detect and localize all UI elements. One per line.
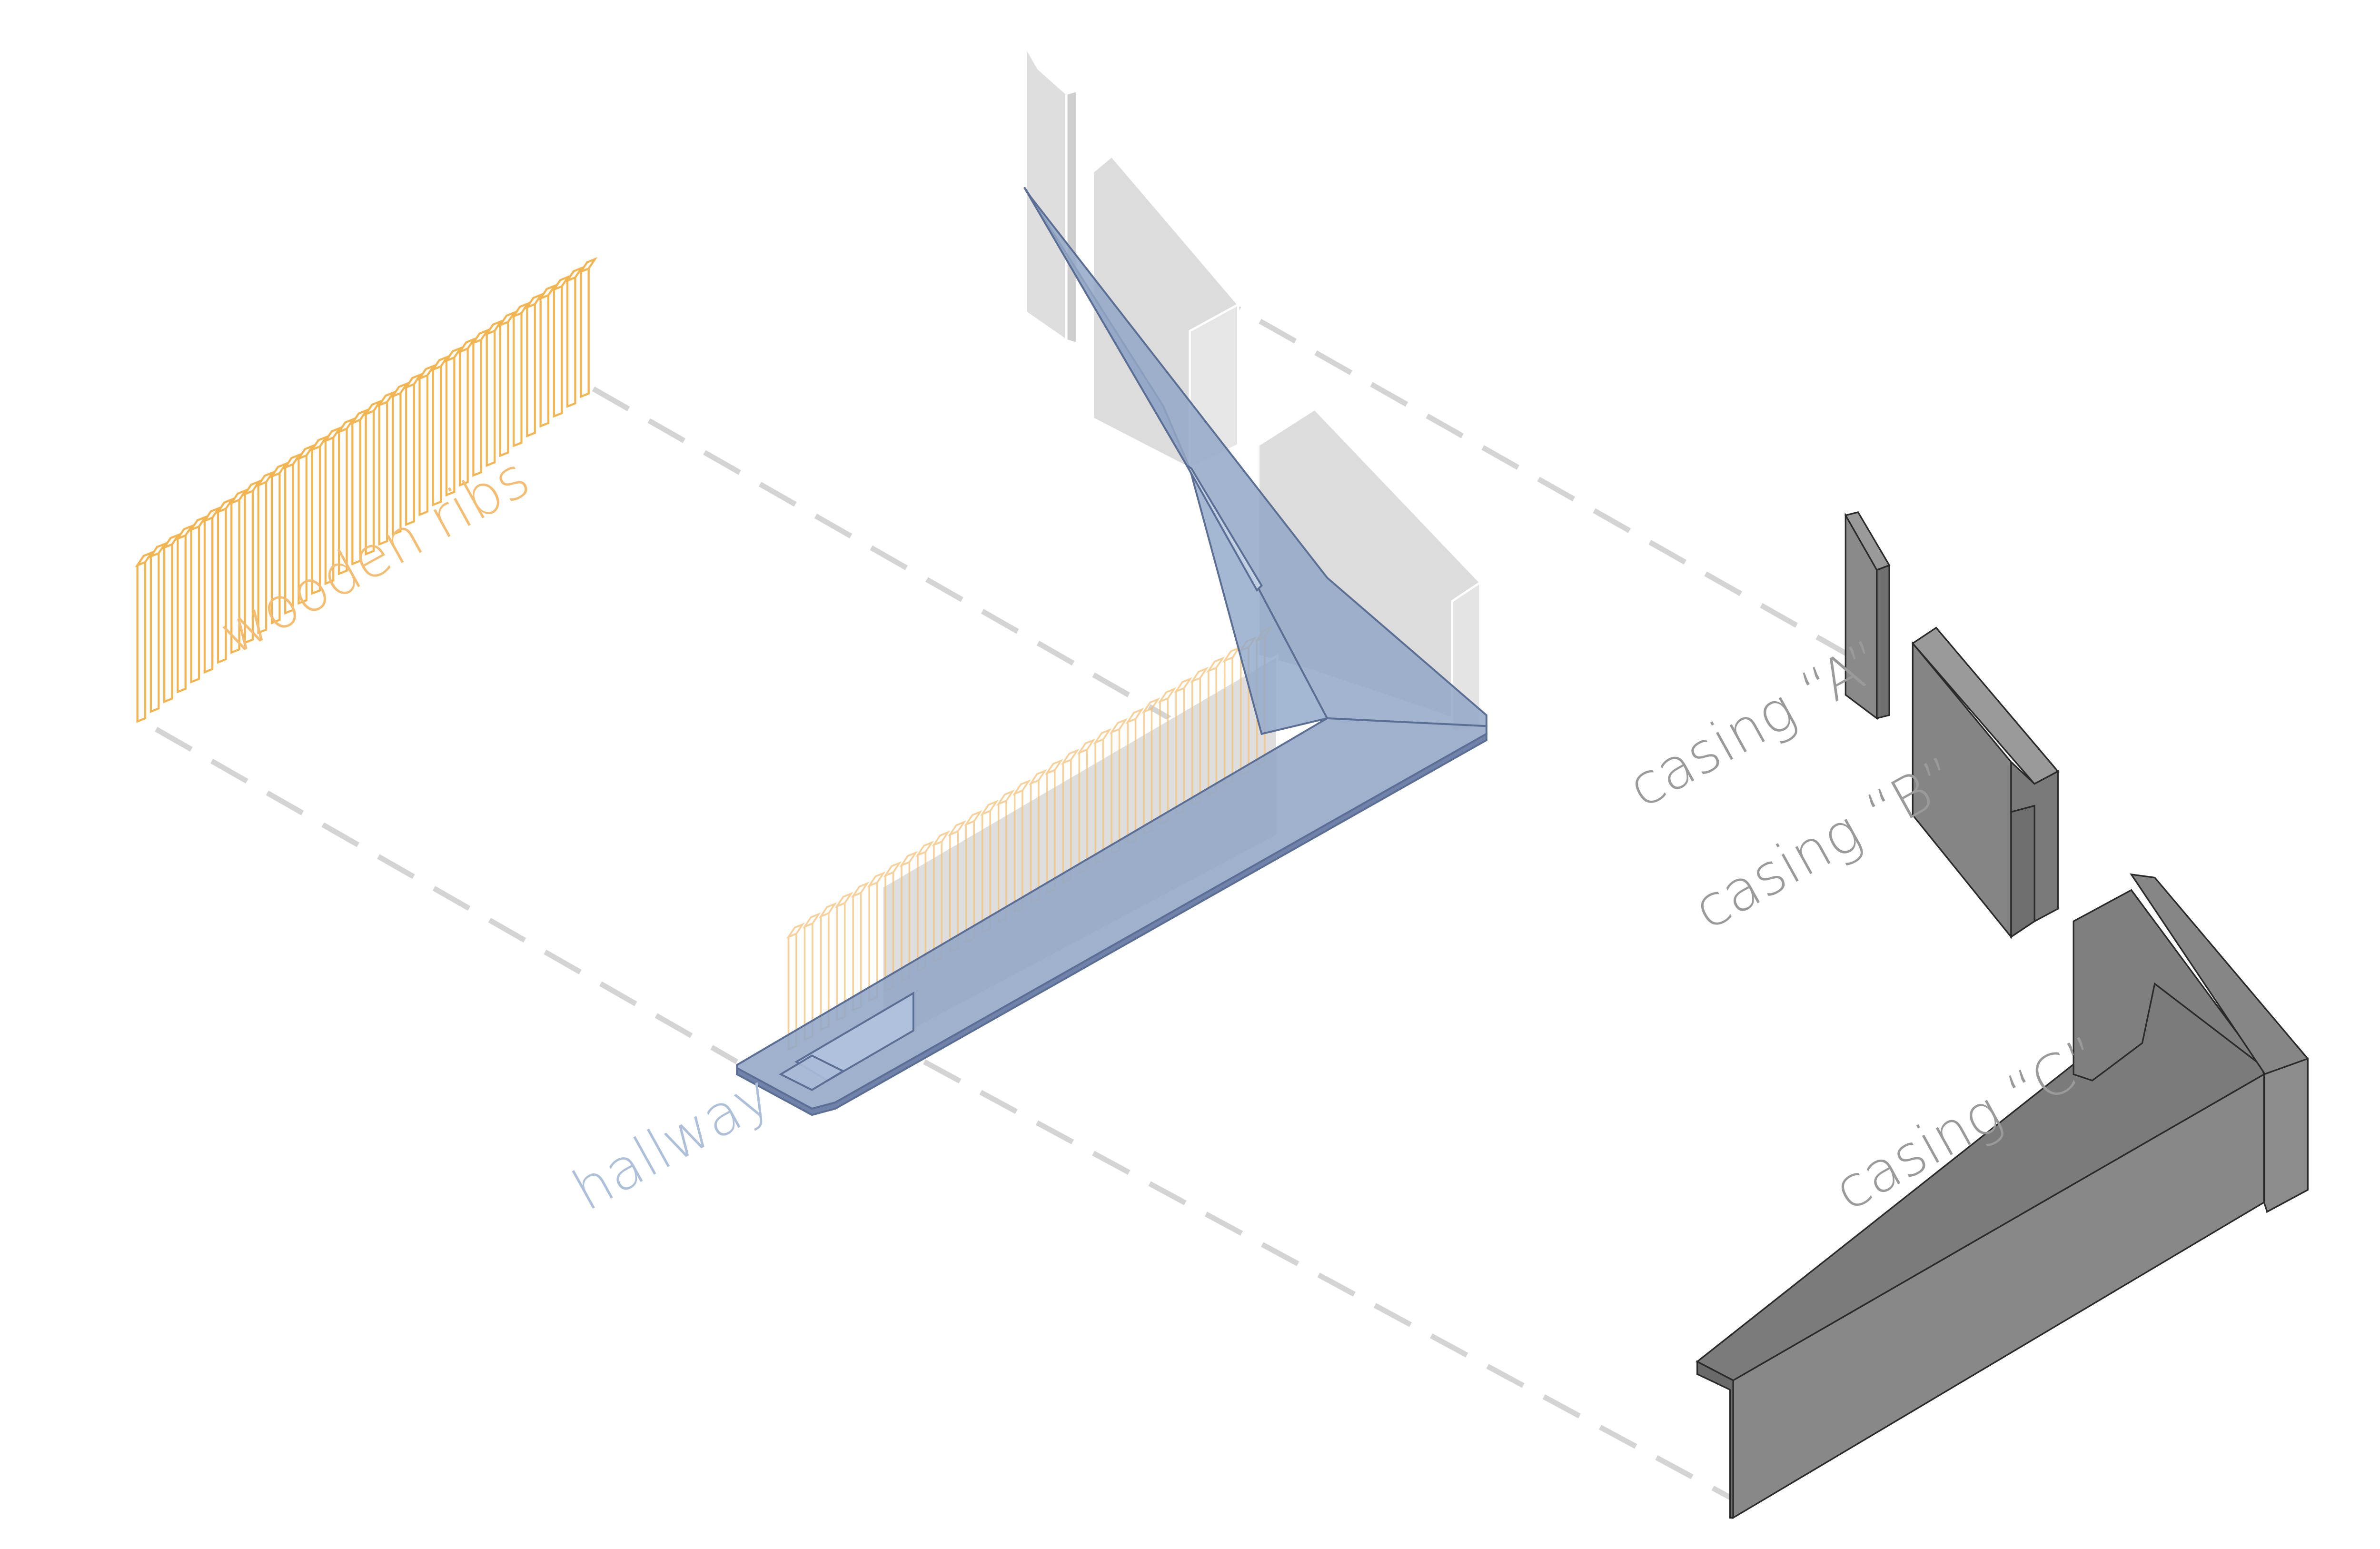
wooden-rib-top bbox=[802, 912, 821, 929]
wooden-rib-top bbox=[1093, 728, 1112, 745]
wooden-rib-top bbox=[551, 275, 571, 292]
wooden-rib-top bbox=[980, 800, 999, 816]
casing-b bbox=[1911, 626, 2059, 939]
wooden-rib-top bbox=[228, 488, 248, 506]
wooden-rib-top bbox=[818, 902, 837, 918]
wooden-rib-top bbox=[565, 266, 585, 283]
wooden-rib-top bbox=[430, 355, 450, 372]
wooden-rib-top bbox=[948, 820, 967, 837]
wooden-rib-top bbox=[1044, 759, 1063, 775]
wooden-rib bbox=[459, 347, 469, 487]
casing-a-top bbox=[1844, 511, 1891, 571]
wooden-rib-top bbox=[390, 381, 410, 398]
wooden-rib-top bbox=[497, 310, 517, 328]
wooden-ribs-group bbox=[135, 257, 598, 723]
wooden-rib bbox=[539, 294, 550, 428]
wooden-rib-top bbox=[1190, 666, 1209, 683]
wooden-rib bbox=[190, 525, 200, 684]
wooden-rib-top bbox=[470, 328, 490, 345]
casing-a bbox=[1844, 511, 1891, 720]
wooden-rib-top bbox=[215, 497, 235, 514]
guide-hallway-casing-c bbox=[923, 1059, 1735, 1501]
casing-c bbox=[1696, 873, 2309, 1519]
wooden-rib-top bbox=[1206, 656, 1225, 673]
hallway-slot bbox=[1186, 464, 1263, 592]
wooden-rib-top bbox=[377, 390, 396, 407]
casing-c-corner-face bbox=[2263, 1057, 2309, 1213]
wooden-rib-top bbox=[964, 810, 983, 826]
wooden-rib-top bbox=[363, 399, 383, 417]
casing-b-back bbox=[2010, 804, 2035, 939]
casing-a-side bbox=[1876, 564, 1890, 720]
wooden-rib bbox=[203, 516, 214, 674]
wooden-rib bbox=[177, 534, 187, 694]
wooden-rib-top bbox=[161, 533, 181, 550]
wooden-rib-top bbox=[188, 515, 208, 532]
wooden-rib-top bbox=[349, 408, 369, 425]
wooden-rib-top bbox=[899, 851, 918, 867]
wooden-rib-top bbox=[403, 372, 423, 390]
wooden-rib bbox=[499, 320, 509, 457]
wooden-rib-top bbox=[282, 453, 302, 470]
wooden-rib bbox=[526, 302, 536, 438]
wooden-rib-top bbox=[309, 435, 329, 452]
wooden-rib-top bbox=[1028, 769, 1047, 785]
wooden-rib-top bbox=[1109, 718, 1128, 735]
wooden-rib-top bbox=[1174, 677, 1193, 694]
wooden-rib-top bbox=[786, 923, 805, 939]
wooden-rib-top bbox=[932, 830, 951, 847]
wooden-rib-top bbox=[416, 364, 436, 381]
ghost-wall-tall bbox=[1024, 42, 1068, 343]
wooden-rib-top bbox=[444, 346, 464, 363]
wooden-rib-top bbox=[1012, 779, 1031, 796]
wooden-rib-top bbox=[578, 257, 598, 274]
wooden-rib-top bbox=[915, 841, 934, 857]
wooden-rib-top bbox=[323, 426, 342, 443]
wooden-rib-top bbox=[336, 417, 356, 434]
wooden-rib bbox=[163, 543, 173, 704]
ghost-wall-tall-side bbox=[1065, 89, 1079, 345]
wooden-rib-top bbox=[851, 882, 870, 898]
wooden-rib bbox=[566, 276, 576, 408]
wooden-rib-top bbox=[202, 506, 221, 523]
wooden-rib bbox=[136, 560, 147, 723]
casing-c-lip bbox=[1696, 1360, 1734, 1519]
casing-c-back-wall bbox=[2073, 889, 2262, 1082]
hallway-step bbox=[779, 1054, 845, 1091]
wooden-rib-top bbox=[834, 892, 853, 908]
hallway-floor-edge bbox=[736, 732, 1488, 1116]
wooden-rib-top bbox=[1125, 707, 1144, 724]
wooden-rib-top bbox=[883, 861, 902, 878]
wooden-rib-top bbox=[135, 550, 154, 567]
wooden-rib-top bbox=[148, 541, 168, 559]
wooden-rib-top bbox=[269, 461, 289, 479]
wooden-rib-top bbox=[524, 292, 544, 310]
wooden-rib-top bbox=[1141, 697, 1160, 714]
wooden-rib bbox=[472, 338, 482, 477]
guide-ribs-bottom bbox=[155, 727, 739, 1064]
wooden-rib-top bbox=[296, 444, 316, 461]
wooden-rib bbox=[553, 285, 563, 418]
wooden-rib-top bbox=[242, 479, 262, 496]
wooden-rib-top bbox=[1158, 687, 1177, 704]
wooden-rib-top bbox=[867, 871, 886, 888]
wooden-rib bbox=[580, 267, 590, 398]
wooden-rib bbox=[486, 329, 496, 467]
wooden-rib-top bbox=[175, 524, 195, 541]
wooden-rib bbox=[512, 311, 523, 447]
hallway-corner-wall bbox=[1023, 187, 1488, 727]
wooden-rib-top bbox=[256, 470, 275, 487]
wooden-rib-top bbox=[484, 319, 504, 337]
wooden-rib-top bbox=[1061, 748, 1080, 765]
wooden-rib-top bbox=[457, 337, 477, 354]
hallway-volume bbox=[736, 187, 1488, 1116]
wooden-rib-top bbox=[511, 301, 531, 318]
wooden-rib-top bbox=[1077, 738, 1096, 755]
wooden-rib-top bbox=[537, 284, 557, 301]
wooden-rib-top bbox=[996, 789, 1015, 806]
wooden-rib bbox=[149, 552, 160, 713]
label-hallway: hallway bbox=[562, 1062, 782, 1223]
